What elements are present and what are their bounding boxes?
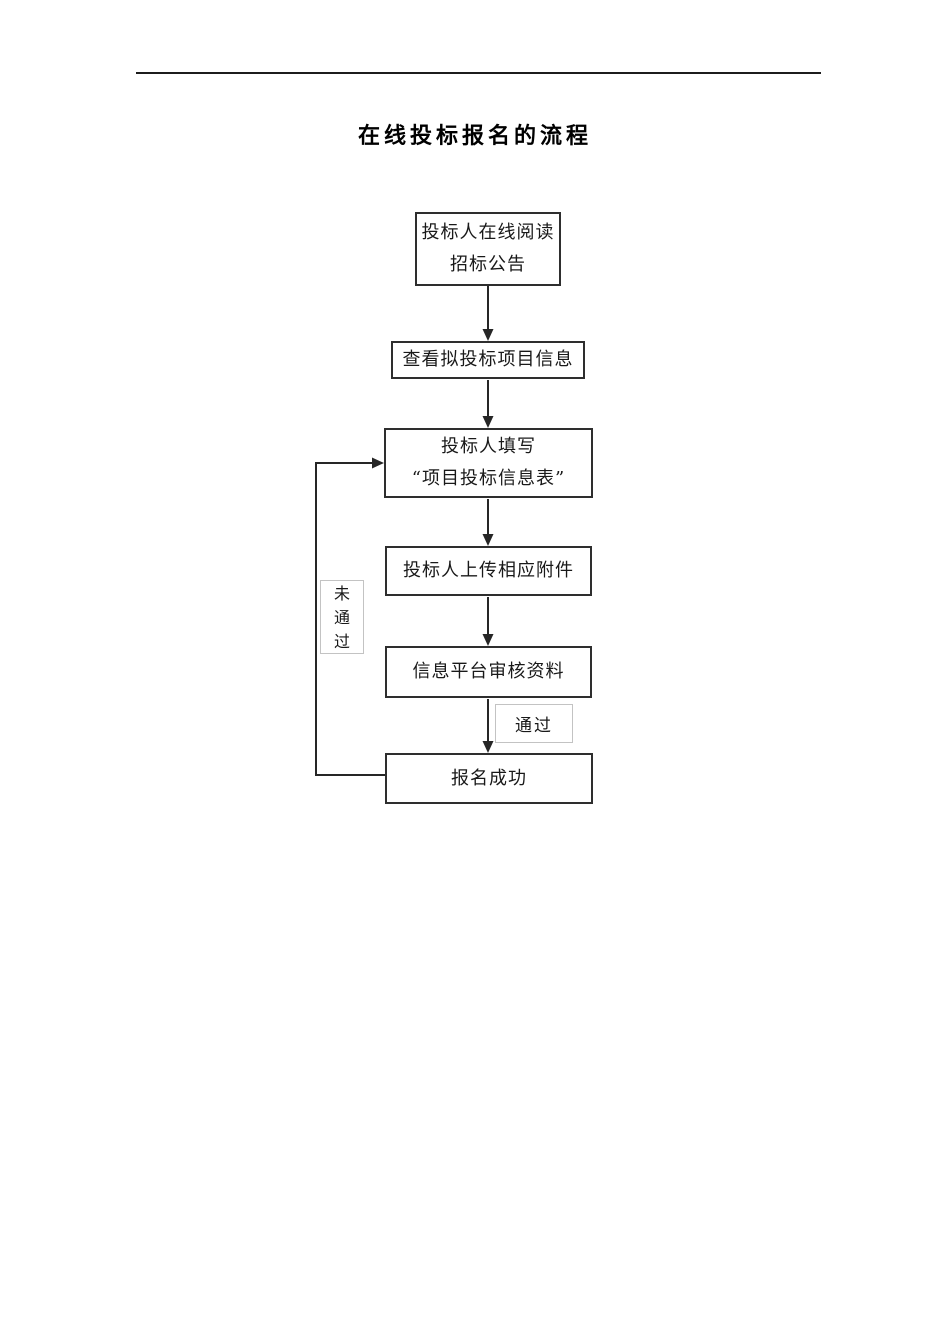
arrowhead-down-2 [482, 416, 494, 428]
arrowhead-down-1 [482, 329, 494, 341]
flow-node-platform-review: 信息平台审核资料 [385, 646, 592, 698]
flow-node-read-announcement: 投标人在线阅读 招标公告 [415, 212, 561, 286]
header-rule [136, 72, 821, 74]
arrowhead-down-5 [482, 741, 494, 753]
loop-fail-line [315, 462, 385, 776]
arrowhead-down-3 [482, 534, 494, 546]
node-text-line: 报名成功 [451, 767, 527, 789]
page-title: 在线投标报名的流程 [357, 124, 592, 149]
node-text-line: 信息平台审核资料 [412, 661, 565, 682]
flow-node-view-project-info: 查看拟投标项目信息 [391, 341, 585, 379]
flow-node-upload-attachments: 投标人上传相应附件 [385, 546, 592, 596]
flow-node-registration-success: 报名成功 [385, 753, 593, 804]
node-text-line: 投标人填写 [441, 436, 536, 457]
flow-node-fill-bid-form: 投标人填写 “项目投标信息表” [384, 428, 593, 498]
arrowhead-down-4 [482, 634, 494, 646]
node-text-line: 投标人在线阅读 [421, 222, 555, 243]
edge-label-text: 未通过 [333, 583, 350, 651]
node-text-line: 招标公告 [450, 254, 526, 275]
node-text-line: 查看拟投标项目信息 [402, 349, 574, 370]
edge-label-text: 通过 [515, 716, 553, 736]
node-text-line: 投标人上传相应附件 [403, 560, 574, 581]
edge-label-fail: 未通过 [320, 580, 364, 654]
arrowhead-right-loop [372, 457, 384, 469]
node-text-line: “项目投标信息表” [411, 468, 566, 489]
edge-label-pass: 通过 [495, 704, 573, 743]
